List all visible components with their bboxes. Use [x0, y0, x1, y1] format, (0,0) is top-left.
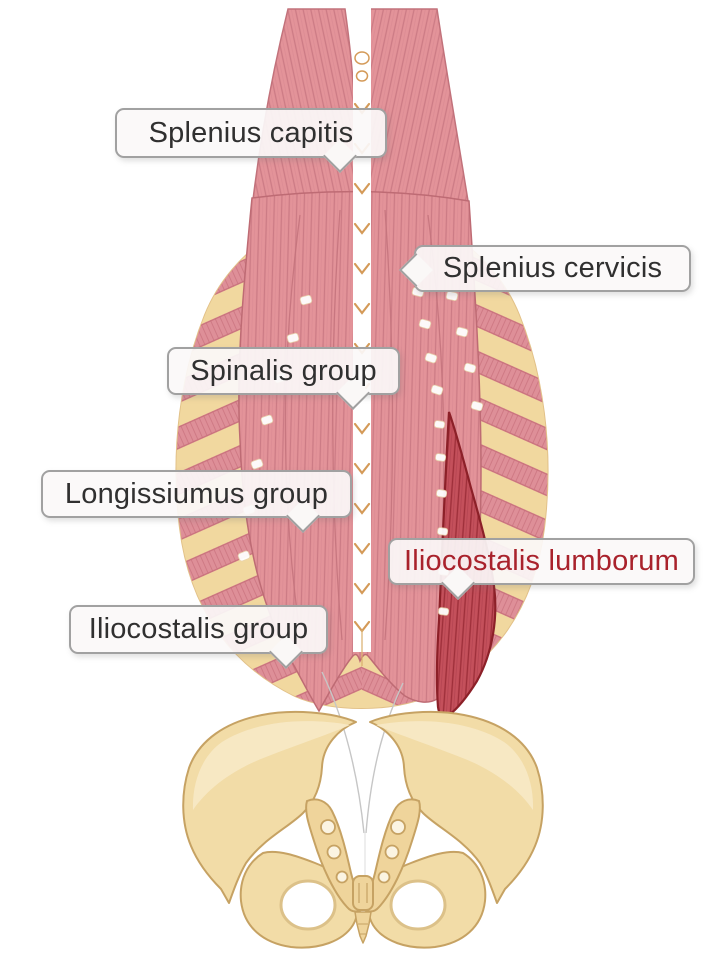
label-text: Iliocostalis lumborum [404, 545, 679, 577]
label-longissiumus-group[interactable]: Longissiumus group [41, 470, 352, 533]
label-iliocostalis-lumborum[interactable]: Iliocostalis lumborum [388, 538, 695, 600]
label-splenius-capitis[interactable]: Splenius capitis [115, 108, 387, 173]
label-text: Longissiumus group [64, 477, 329, 510]
label-iliocostalis-group[interactable]: Iliocostalis group [69, 605, 328, 669]
label-text: Spinalis group [190, 354, 377, 387]
sacral-canal-and-coccyx [352, 875, 374, 944]
pelvis [182, 710, 545, 950]
label-text: Splenius cervicis [442, 252, 663, 284]
label-splenius-cervicis[interactable]: Splenius cervicis [399, 245, 691, 292]
label-spinalis-group[interactable]: Spinalis group [167, 347, 400, 410]
label-text: Iliocostalis group [88, 613, 309, 645]
label-text: Splenius capitis [148, 116, 354, 149]
spine [353, 0, 371, 666]
